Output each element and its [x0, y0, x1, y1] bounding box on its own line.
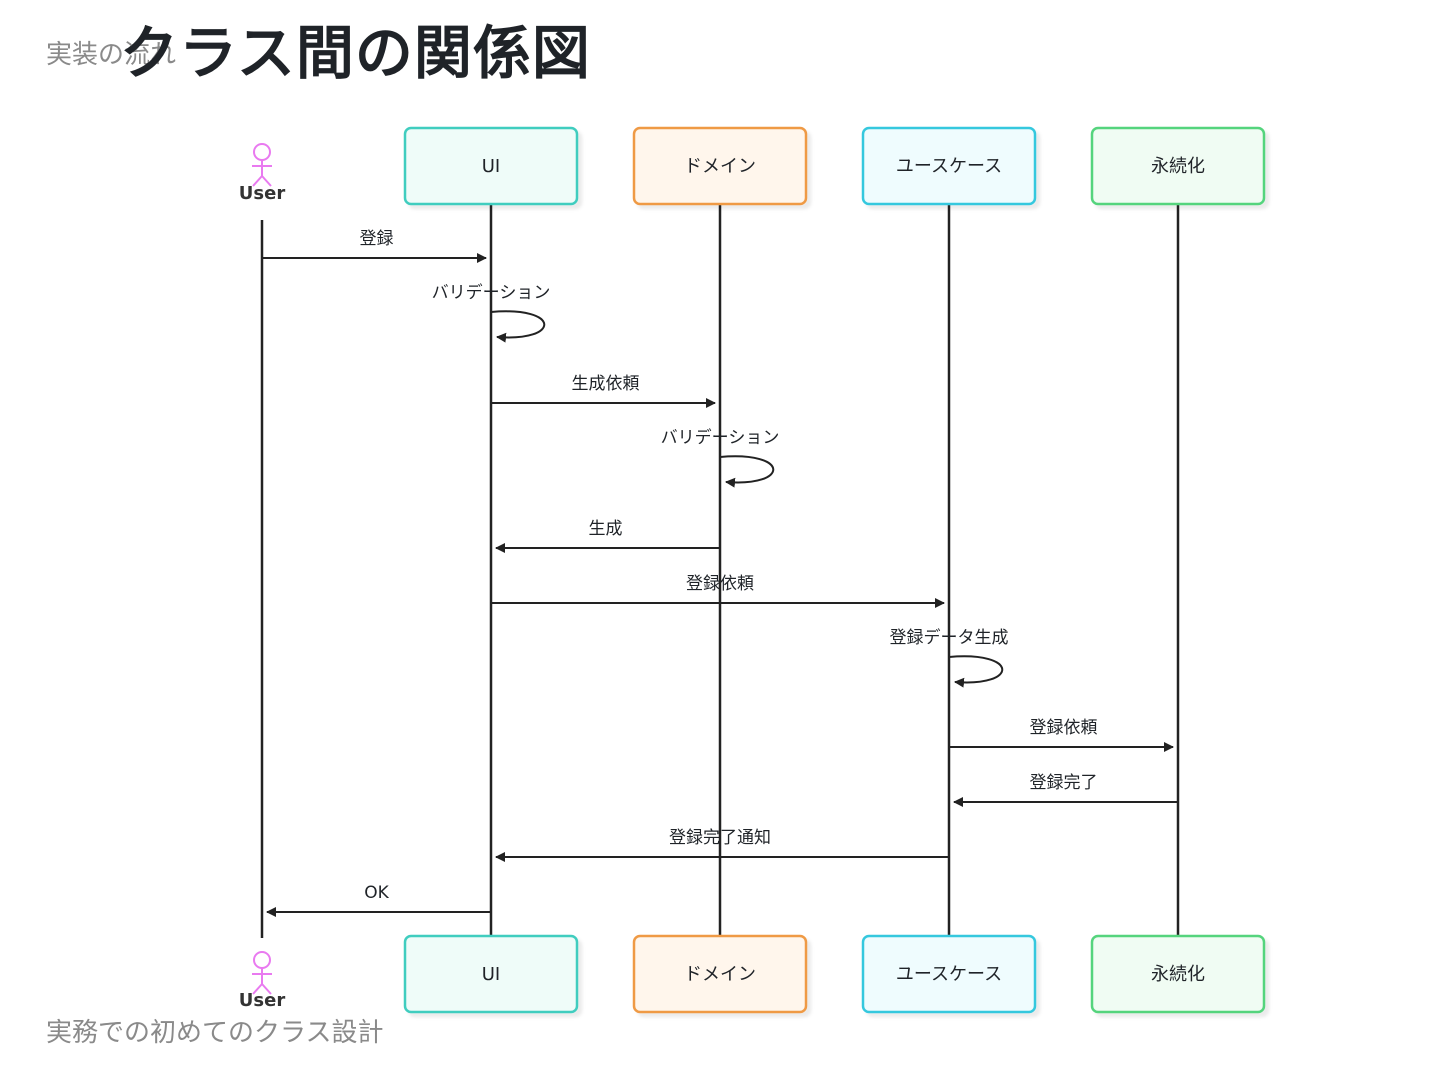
message-3: 生成依頼 [491, 374, 716, 408]
participant-label: UI [482, 156, 500, 177]
participant-label: ユースケース [896, 156, 1002, 177]
participant-rect [861, 126, 1037, 206]
self-loop-arrow [490, 310, 546, 343]
user-head-icon [253, 143, 271, 161]
footer-label: 実務での初めてのクラス設計 [46, 1018, 384, 1048]
message-label: OK [364, 883, 389, 903]
participant-rect [403, 126, 579, 206]
participant-box: ドメイン [632, 934, 808, 1014]
message-2: バリデーション [432, 282, 551, 343]
participant-rect [1090, 126, 1266, 206]
lifelines [260, 204, 1180, 938]
participant-label: 永続化 [1151, 964, 1205, 985]
participant-box: 永続化 [1090, 934, 1266, 1014]
user-leg-icon [261, 983, 272, 995]
message-label: バリデーション [661, 427, 780, 448]
user-leg-icon [252, 983, 263, 995]
message-11: OK [266, 883, 491, 917]
message-5: 生成 [495, 519, 720, 553]
message-label: バリデーション [432, 282, 551, 303]
message-label: 登録依頼 [1030, 718, 1098, 738]
message-6: 登録依頼 [491, 574, 945, 608]
participant-label: ドメイン [684, 156, 756, 177]
user-label: User [239, 183, 286, 204]
section-label: 実装の流れ [46, 40, 177, 70]
participant-rect [632, 126, 808, 206]
message-8: 登録依頼 [949, 718, 1174, 752]
message-4: バリデーション [661, 427, 780, 488]
messages: 登録バリデーション生成依頼バリデーション生成登録依頼登録データ生成登録依頼登録完… [262, 229, 1178, 917]
message-label: 登録依頼 [686, 574, 754, 594]
participant-rect [861, 934, 1037, 1014]
user-label: User [239, 990, 286, 1011]
participant-box: 永続化 [1090, 126, 1266, 206]
participant-rect [1090, 934, 1266, 1014]
message-label: 生成依頼 [572, 374, 640, 394]
message-label: 登録データ生成 [890, 627, 1009, 648]
message-label: 登録完了通知 [669, 828, 771, 848]
participant-label: 永続化 [1151, 156, 1205, 177]
participant-rect [403, 934, 579, 1014]
participant-label: ドメイン [684, 964, 756, 985]
message-9: 登録完了 [953, 773, 1178, 807]
participant-label: UI [482, 964, 500, 985]
participant-label: ユースケース [896, 964, 1002, 985]
participant-rect [632, 934, 808, 1014]
user-leg-icon [252, 175, 263, 187]
user-actor-top: User [239, 143, 286, 204]
participant-box: UI [403, 934, 579, 1014]
participant-box: ユースケース [861, 934, 1037, 1014]
message-7: 登録データ生成 [890, 627, 1009, 688]
message-label: 登録完了 [1030, 773, 1098, 793]
user-leg-icon [261, 175, 272, 187]
message-10: 登録完了通知 [495, 828, 949, 862]
message-label: 登録 [360, 229, 394, 249]
self-loop-arrow [948, 655, 1004, 688]
page-title: クラス間の関係図 [120, 19, 591, 87]
participant-box: ユースケース [861, 126, 1037, 206]
self-loop-arrow [719, 455, 775, 488]
user-actor-bottom: User [239, 951, 286, 1011]
participant-box: ドメイン [632, 126, 808, 206]
participant-box: UI [403, 126, 579, 206]
message-1: 登録 [262, 229, 487, 263]
message-label: 生成 [589, 519, 623, 539]
user-head-icon [253, 951, 271, 969]
